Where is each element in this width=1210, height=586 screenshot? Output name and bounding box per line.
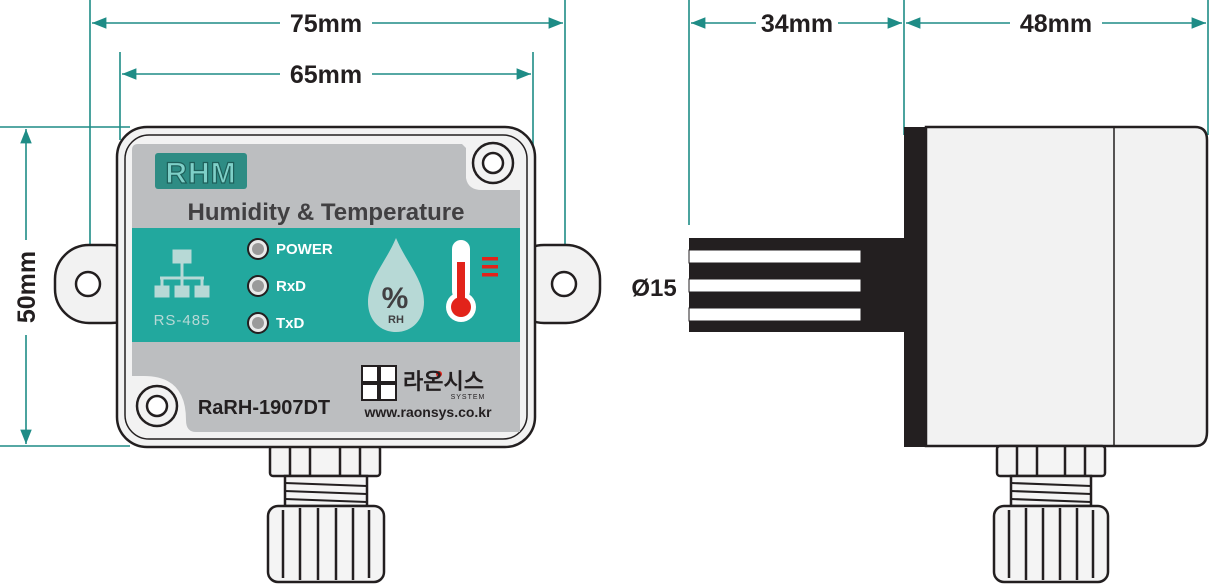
brand-logo-bg: [155, 153, 247, 189]
side-housing: [904, 125, 1209, 448]
humidity-unit: RH: [388, 314, 404, 326]
led-txd: [247, 312, 269, 334]
website: www.raonsys.co.kr: [363, 404, 492, 420]
side-probe: [688, 238, 907, 332]
dim-depth: 48mm: [1020, 10, 1092, 38]
front-label: RHM Humidity & Temperature RS-485: [132, 141, 520, 432]
led-rxd: [247, 275, 269, 297]
mount-hole-left: [74, 270, 102, 298]
maker-logo-icon: [361, 365, 442, 401]
network-icon: [154, 249, 210, 298]
led-power: [247, 238, 269, 260]
dim-width-inner: 65mm: [290, 61, 362, 89]
humidity-drop-icon: [368, 238, 424, 332]
led-power-label: POWER: [276, 241, 333, 258]
interface-label: RS-485: [154, 312, 211, 329]
product-title: Humidity & Temperature: [188, 199, 465, 226]
dim-width-outer: 75mm: [290, 10, 362, 38]
model-number: RaRH-1907DT: [198, 397, 330, 419]
maker-name: 라온시스: [403, 370, 484, 395]
led-rxd-label: RxD: [276, 278, 306, 295]
mount-hole-right: [550, 270, 578, 298]
led-txd-label: TxD: [276, 315, 305, 332]
humidity-symbol: %: [382, 282, 409, 315]
thermometer-icon: [446, 240, 498, 322]
maker-system: SYSTEM: [451, 394, 486, 401]
front-cable-gland: [266, 444, 386, 584]
brand-logo: RHM: [165, 157, 236, 190]
side-dimension-lines: [688, 0, 1209, 225]
front-dimension-lines: [0, 0, 566, 447]
side-cable-gland: [992, 444, 1110, 584]
dim-probe-length: 34mm: [761, 10, 833, 38]
dim-probe-diameter: Ø15: [631, 275, 676, 302]
dim-height: 50mm: [13, 251, 41, 323]
